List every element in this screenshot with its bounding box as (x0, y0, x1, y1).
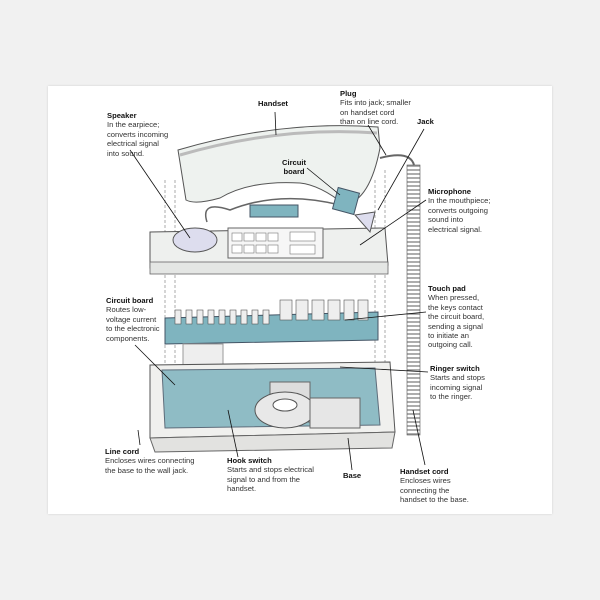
label-title: Circuit board (282, 158, 307, 177)
label-title: Handset cord (400, 467, 449, 476)
label-title: Touch pad (428, 284, 466, 293)
label-circuit-board-top: Circuit board (282, 158, 306, 177)
label-jack: Jack (417, 117, 434, 126)
label-desc: Encloses wires connecting the handset to… (400, 476, 469, 505)
label-title: Speaker (107, 111, 137, 120)
label-handset: Handset (258, 99, 288, 108)
label-desc: Fits into jack; smaller on handset cord … (340, 98, 411, 127)
label-title: Jack (417, 117, 434, 126)
label-desc: In the earpiece; converts incoming elect… (107, 120, 169, 158)
label-desc: Routes low- voltage current to the elect… (106, 305, 160, 343)
label-desc: When pressed, the keys contact the circu… (428, 293, 485, 350)
label-base: Base (343, 471, 361, 480)
label-title: Base (343, 471, 362, 480)
label-desc: In the mouthpiece; converts outgoing sou… (428, 196, 491, 234)
label-title: Ringer switch (430, 364, 480, 373)
label-desc: Starts and stops electrical signal to an… (227, 465, 314, 494)
label-title: Plug (340, 89, 357, 98)
label-title: Handset (258, 99, 288, 108)
label-desc: Starts and stops incoming signal to the … (430, 373, 485, 402)
leader-lines (129, 111, 429, 471)
label-desc: Encloses wires connecting the base to th… (105, 456, 195, 475)
handset-cord (379, 154, 421, 436)
label-title: Line cord (105, 447, 140, 456)
label-title: Circuit board (106, 296, 154, 305)
label-title: Microphone (428, 187, 472, 196)
label-title: Hook switch (227, 456, 272, 465)
